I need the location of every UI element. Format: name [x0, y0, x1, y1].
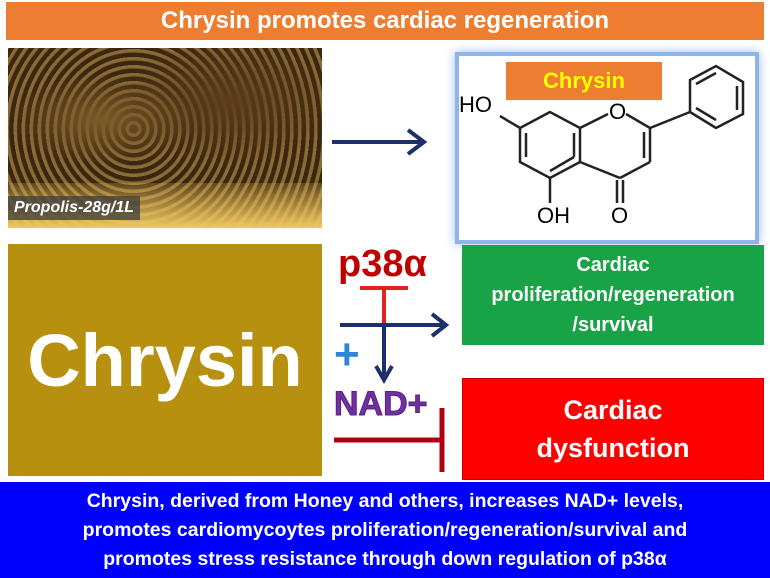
cardiac-dysfunction-box: Cardiac dysfunction: [462, 378, 764, 480]
line: promotes stress resistance through down …: [103, 547, 667, 570]
line: /survival: [572, 314, 654, 336]
cardiac-proliferation-box: Cardiac proliferation/regeneration/surviv…: [462, 245, 764, 345]
atom-o-carbonyl: O: [611, 203, 629, 228]
line: proliferation/regeneration: [491, 284, 735, 306]
photo-label: Propolis-28g/1L: [8, 196, 141, 220]
chrysin-box: Chrysin: [8, 244, 322, 476]
atom-ho: HO: [459, 92, 492, 118]
arrow-to-nad: [374, 325, 394, 385]
arrow-photo-to-molecule: [332, 128, 428, 156]
atom-o-ring: O: [609, 99, 627, 124]
nad-label: NAD+: [334, 385, 429, 424]
atom-oh: OH: [537, 203, 570, 228]
p38-label: p38α: [338, 243, 427, 285]
plus-sign: +: [334, 330, 360, 379]
line: promotes cardiomycoytes proliferation/re…: [82, 518, 688, 541]
chrysin-structure: [499, 64, 745, 203]
line: dysfunction: [536, 433, 690, 463]
summary-footer: Chrysin, derived from Honey and others, …: [0, 482, 770, 578]
title-banner: Chrysin promotes cardiac regeneration: [6, 2, 764, 40]
nad-inhibits-dysfunction: [334, 408, 445, 472]
line: Cardiac: [576, 254, 650, 276]
molecule-label: Chrysin: [506, 62, 662, 100]
arrow-to-green: [340, 312, 450, 338]
p38-inhibition: [360, 286, 408, 324]
line: Chrysin, derived from Honey and others, …: [86, 489, 684, 512]
line: Cardiac: [563, 395, 663, 425]
